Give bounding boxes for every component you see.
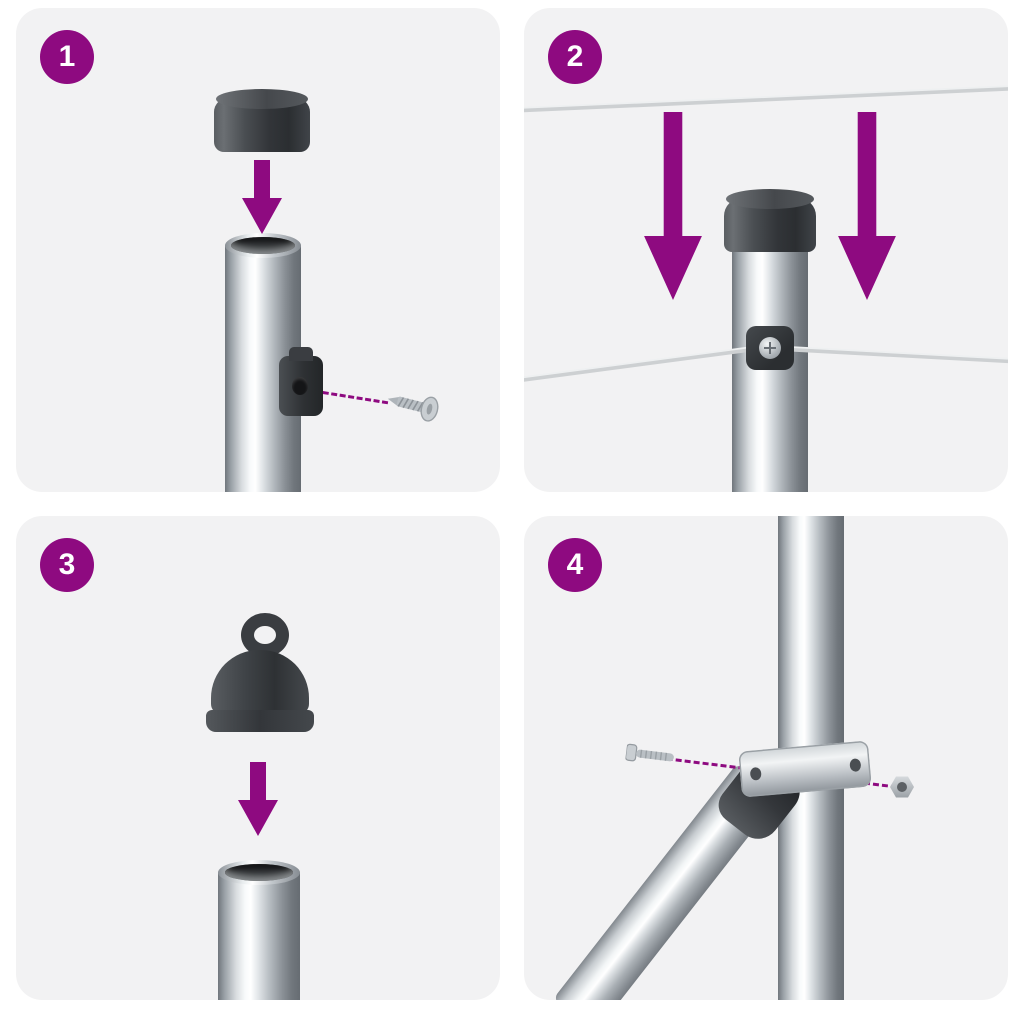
post-opening-hole (231, 237, 295, 254)
eyelet-cap (211, 650, 309, 714)
step-2-badge: 2 (548, 30, 602, 84)
tube-opening-hole (224, 864, 294, 881)
clamp-band-icon (738, 740, 872, 798)
step-4-number: 4 (566, 548, 584, 581)
eyelet-cap-base (206, 710, 314, 732)
down-arrow-icon (644, 112, 702, 300)
post-cap (724, 189, 816, 252)
post-opening (225, 233, 301, 258)
tube-opening (218, 860, 300, 885)
top-wire-highlight (524, 85, 1008, 109)
down-arrow-icon (838, 112, 896, 300)
step-3-number: 3 (58, 548, 76, 581)
bracket-hole (292, 377, 308, 395)
nut-icon (890, 776, 914, 798)
nut-hole (897, 782, 907, 792)
bolt-icon (624, 743, 674, 762)
wire-bracket-icon (279, 347, 323, 416)
top-wire (524, 85, 1008, 113)
step-1-number: 1 (58, 40, 76, 73)
step-4-badge: 4 (548, 538, 602, 592)
middle-wire-right-highlight (789, 346, 1008, 360)
middle-wire-right (789, 346, 1008, 364)
clamp-screw-icon (759, 337, 781, 359)
middle-wire-left-highlight (524, 346, 753, 379)
step-2-number: 2 (566, 40, 584, 73)
down-arrow-icon (238, 762, 278, 836)
middle-wire-left (524, 346, 753, 382)
eyelet-ring (241, 613, 289, 657)
step-panel-3: 3 (16, 516, 500, 1000)
screw-guide-line (322, 391, 389, 405)
step-panel-2: 2 (524, 8, 1008, 492)
screw-icon (387, 396, 439, 422)
step-3-badge: 3 (40, 538, 94, 592)
down-arrow-icon (242, 160, 282, 234)
step-1-badge: 1 (40, 30, 94, 84)
step-panel-1: 1 (16, 8, 500, 492)
post-tube (218, 860, 300, 1000)
step-panel-4: 4 (524, 516, 1008, 1000)
post-cap (214, 89, 310, 152)
wire-clamp-icon (746, 326, 794, 370)
